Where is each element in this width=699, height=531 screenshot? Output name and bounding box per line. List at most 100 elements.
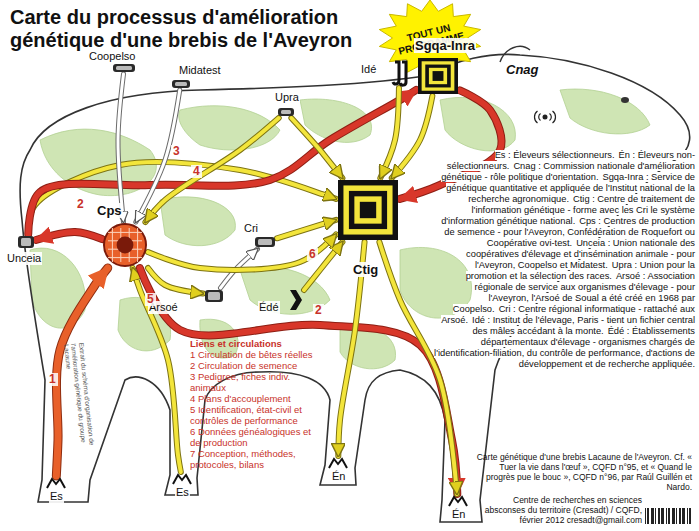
organisation-hub: Ctig [338,180,398,240]
spiral-symbol [425,65,450,88]
org-symbol [205,290,223,302]
node-label: Coopelso [88,50,136,63]
callout-number: 2 [313,304,324,317]
caption: Carte génétique d'une brebis Lacaune de … [470,452,692,492]
title-text: Carte du processus d'amélioration généti… [10,6,378,52]
connector-casing [145,118,278,222]
org-symbol-inner [175,82,187,86]
org-symbol [172,80,190,88]
node-label: Sgqa-Inra [414,38,476,53]
barcode-bar [668,508,670,524]
organisation-node: Midatest [172,80,190,88]
org-symbol-inner [116,66,132,70]
organisation-node: Arsoé [205,290,223,302]
spiral-symbol [343,185,392,234]
org-symbol [113,64,135,72]
breeder-node: Én [448,496,468,506]
org-symbol-inner [21,238,31,246]
org-symbol [393,62,406,85]
node-shape [18,236,34,248]
spiral-symbol [349,191,387,229]
hub-core [117,237,134,254]
legend-item: 1 Circulation de bêtes réelles [190,349,318,360]
spiral-symbol [360,202,376,218]
flow-connector [379,242,457,494]
node-shape [393,62,407,86]
connector-casing [148,234,336,269]
barcode-bar [666,508,667,524]
definitions-block: Es : Éleveurs sélectionneurs.Én : Éleveu… [432,150,695,370]
barcode-bar [655,508,656,524]
connector-casing [148,268,203,294]
connector-casing [118,74,124,222]
hub-grid [112,228,113,262]
spiral-symbol [422,61,455,90]
callout-number: 1 [47,373,58,386]
flow-connector [36,232,102,240]
hub-symbol [104,224,146,266]
hoof-symbol [449,497,467,506]
barcode-bar [647,508,649,524]
callout-number: 6 [307,248,318,261]
node-label: Én [331,470,346,483]
organisation-node: Idé [393,62,407,86]
barcode-bar [679,508,681,524]
organisation-node: Cnag [536,110,554,124]
radio-wave [550,113,552,120]
definition-text: Es : Éleveurs sélectionneurs. [495,150,615,160]
node-shape [104,224,146,266]
flow-connector [380,88,399,178]
connector-casing [36,232,102,240]
organisation-node: Coopelso [113,64,135,72]
flow-connector [277,220,336,238]
spiral-symbol [354,196,381,223]
radio-wave [539,113,541,120]
node-label: Cri [243,222,259,235]
node-label: Upra [274,91,300,104]
node-shape [290,290,302,310]
barcode-bar [682,508,685,524]
org-symbol-inner [281,110,291,114]
legend: Liens et circulations1 Circulation de bê… [190,338,318,470]
barcode-bar [658,508,660,524]
connector-casing [392,96,433,178]
node-shape [278,108,294,116]
org-symbol [278,108,294,116]
credits: Centre de recherches en sciences abscons… [478,495,642,525]
organisation-node: Unceia [18,236,34,248]
barcode-bar [687,508,688,524]
organisation-node: Édé [290,290,302,310]
node-shape [255,237,275,247]
flow-connector [28,90,416,234]
node-shape [536,110,554,124]
barcode-bar [676,508,677,524]
hoof-symbol [173,475,191,484]
node-label: Es [175,486,190,499]
hub-grid [108,257,142,258]
hoof-symbol [329,459,347,468]
organisation-node: Upra [278,108,294,116]
organisation-node: Sgqa-Inra [418,58,458,94]
legend-item: 6 Données généalogiques et de production [190,426,318,448]
connector-casing [140,268,457,494]
hub-grid [108,232,142,233]
org-symbol-inner [258,239,272,245]
node-label: Idé [360,63,377,76]
barcode-bar [689,508,691,524]
caption-text: Carte génétique d'une brebis Lacaune de … [470,452,692,492]
diagram-title: Carte du processus d'amélioration généti… [10,6,378,52]
org-symbol [255,237,275,247]
legend-item: 5 Identification, état-civil et contrôle… [190,404,318,426]
node-label: Ctig [352,262,379,277]
node-label: Midatest [178,64,222,77]
radio-icon [543,115,548,120]
barcode-bar [672,508,675,524]
radio-wave [553,111,556,123]
node-shape [113,64,135,72]
organisation-node: Cri [255,237,275,247]
breeder-node: Én [328,458,348,468]
spiral-symbol [433,71,444,81]
node-shape [205,290,223,302]
flow-connector [118,74,124,222]
flow-connector [145,118,278,222]
